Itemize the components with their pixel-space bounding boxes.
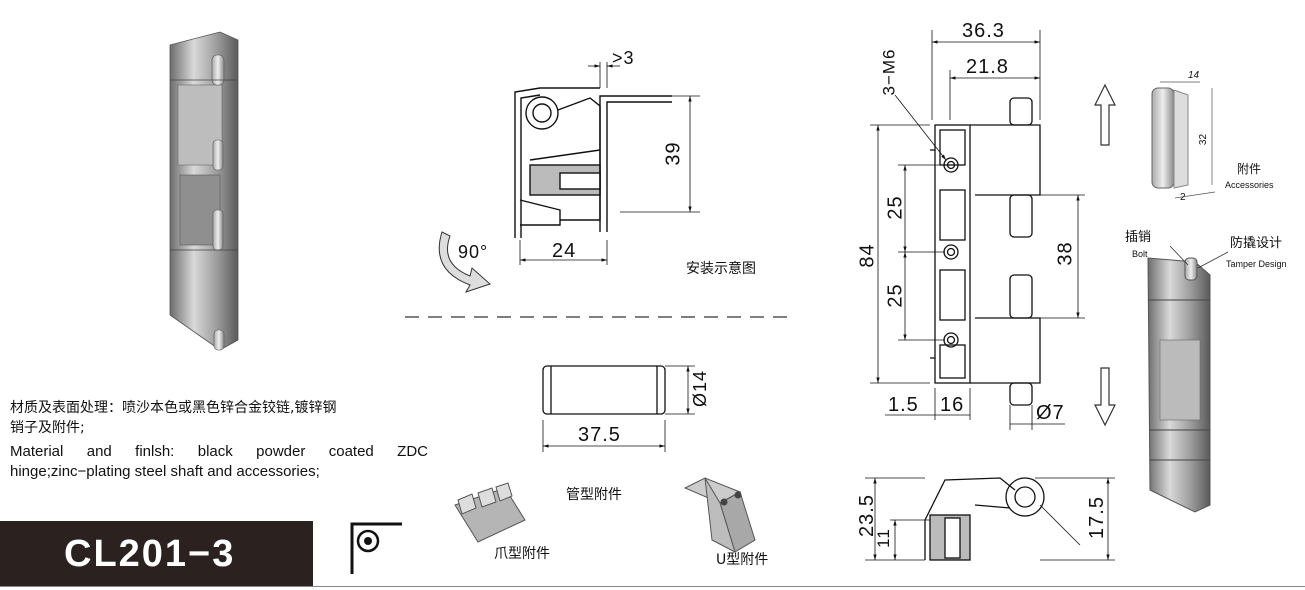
model-banner: CL201−3 [0,521,313,586]
accessory-thickness-label: 2 [1180,192,1186,203]
right-hinge-photo [1147,245,1229,513]
u-caption: U型附件 [716,552,769,568]
front-view-drawing [870,30,1085,430]
material-cn-line1: 材质及表面处理：喷沙本色或黑色锌合金铰链,镀锌钢 [10,400,337,416]
tamper-cn-label: 防撬设计 [1230,236,1283,251]
pitch-top-label: 25 [884,195,907,220]
install-height-label: 39 [662,141,685,166]
accessories-en-label: Accessories [1225,180,1274,190]
width-inner-label: 21.8 [966,56,1009,78]
accessories-cn-label: 附件 [1237,162,1262,176]
install-diagram [514,62,700,265]
model-number: CL201−3 [64,533,236,575]
claw-accessory-photo [454,482,526,543]
bottom-rule [0,586,1305,587]
accessory-height-label: 32 [1198,133,1210,146]
rotation-label: 90° [458,242,489,262]
width-total-label: 36.3 [962,20,1005,42]
pin-span-label: 38 [1054,241,1077,266]
height-total-label: 84 [856,243,879,268]
material-en-line2: hinge;zinc−plating steel shaft and acces… [10,463,320,480]
hinge-symbol-icon [350,522,402,574]
rotation-arrow-icon [438,231,491,293]
offset-16-label: 16 [940,394,965,416]
u-accessory-photo [683,477,756,553]
side-height-small-label: 11 [873,528,893,548]
pitch-bottom-label: 25 [884,283,907,308]
tube-length-label: 37.5 [578,424,621,446]
accessory-pin-photo [1151,81,1216,199]
bolt-en-label: Bolt [1132,249,1148,259]
bolt-cn-label: 插销 [1125,230,1152,245]
install-width-label: 24 [552,240,577,262]
claw-caption: 爪型附件 [494,546,550,562]
install-gap-label: >3 [612,48,635,68]
accessory-width-label: 14 [1188,70,1200,81]
offset-small-label: 1.5 [888,394,919,416]
tube-caption: 管型附件 [566,487,622,503]
tamper-en-label: Tamper Design [1226,259,1287,269]
material-en-line1: Material and finlsh: black powder coated… [10,443,428,460]
direction-arrows-icon [1094,83,1116,427]
tube-diameter-label: Ø14 [690,369,711,408]
pin-dia-label: Ø7 [1036,402,1065,424]
side-height-right-label: 17.5 [1085,496,1108,539]
material-cn-line2: 销子及附件; [10,420,85,436]
tube-accessory [542,365,695,452]
hinge-photo [169,31,239,351]
side-view-drawing [865,477,1115,561]
holes-label: 3−M6 [879,48,899,96]
install-caption: 安装示意图 [686,261,756,277]
